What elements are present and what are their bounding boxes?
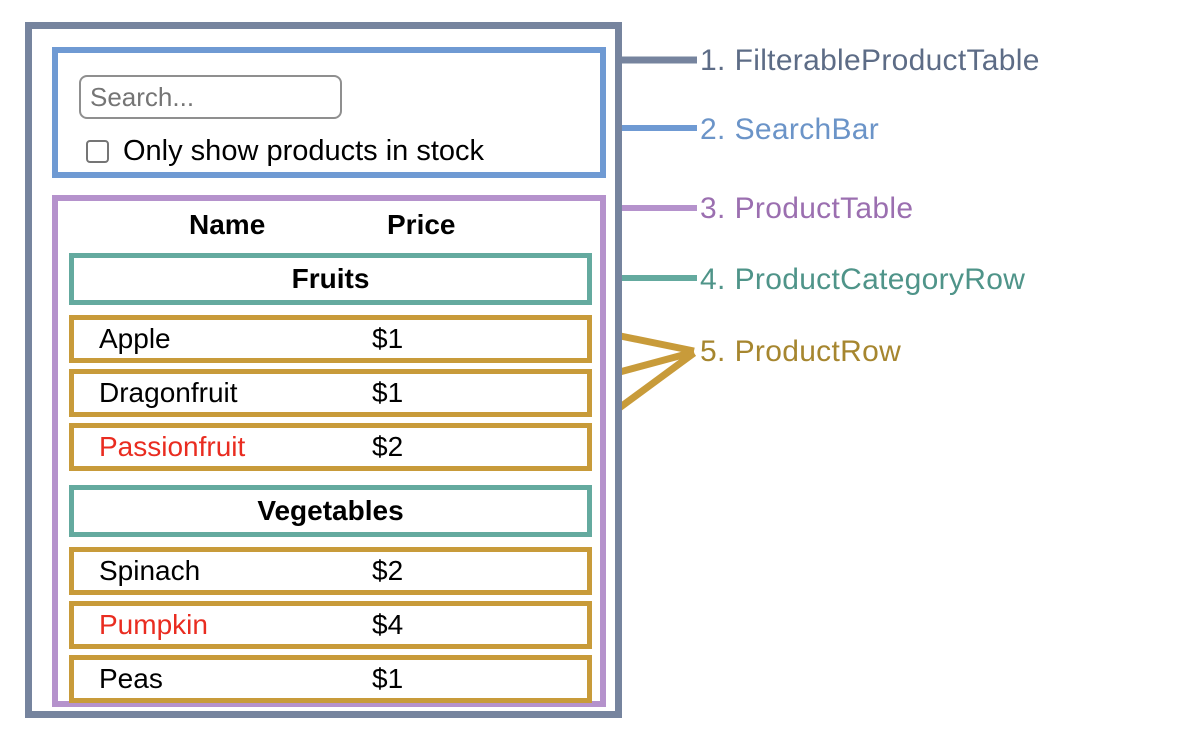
product-name: Dragonfruit	[99, 377, 238, 408]
category-label: Fruits	[291, 263, 370, 294]
product-row: Dragonfruit $1	[69, 369, 592, 417]
legend-product-category-row: 4. ProductCategoryRow	[700, 261, 1025, 299]
legend-filterable-product-table: 1. FilterableProductTable	[700, 42, 1040, 80]
product-row: Pumpkin $4	[69, 601, 592, 649]
product-row: Spinach $2	[69, 547, 592, 595]
legend-number: 5.	[700, 335, 726, 368]
product-price: $2	[372, 431, 404, 462]
legend-label: ProductCategoryRow	[734, 263, 1026, 296]
column-header-price: Price	[387, 209, 456, 240]
category-row: Fruits	[69, 253, 592, 305]
product-name: Pumpkin	[99, 609, 208, 640]
category-label: Vegetables	[257, 495, 404, 526]
in-stock-checkbox[interactable]	[86, 140, 109, 163]
legend-product-table: 3. ProductTable	[700, 190, 913, 228]
legend-label: FilterableProductTable	[734, 44, 1040, 77]
product-price: $2	[372, 555, 404, 586]
legend-number: 4.	[700, 263, 726, 296]
search-bar-box: Only show products in stock	[52, 47, 606, 178]
product-price: $1	[372, 323, 404, 354]
category-row: Vegetables	[69, 485, 592, 537]
legend-label: ProductTable	[734, 192, 914, 225]
product-row: Apple $1	[69, 315, 592, 363]
filterable-product-table-box: Only show products in stock Name Price F…	[25, 22, 622, 718]
product-row: Passionfruit $2	[69, 423, 592, 471]
product-price: $1	[372, 663, 404, 694]
product-name: Peas	[99, 663, 163, 694]
legend-label: ProductRow	[734, 335, 902, 368]
product-price: $4	[372, 609, 404, 640]
product-name: Apple	[99, 323, 171, 354]
product-name: Spinach	[99, 555, 201, 586]
column-header-name: Name	[189, 209, 266, 240]
product-price: $1	[372, 377, 404, 408]
product-name: Passionfruit	[99, 431, 246, 462]
in-stock-label: Only show products in stock	[123, 135, 485, 167]
table-header-row: Name Price	[58, 207, 600, 245]
search-input[interactable]	[79, 75, 342, 119]
legend-number: 2.	[700, 113, 726, 146]
product-row: Peas $1	[69, 655, 592, 703]
legend-search-bar: 2. SearchBar	[700, 111, 879, 149]
legend-number: 3.	[700, 192, 726, 225]
legend-number: 1.	[700, 44, 726, 77]
legend-label: SearchBar	[734, 113, 880, 146]
stock-filter-row: Only show products in stock	[86, 135, 484, 168]
legend-product-row: 5. ProductRow	[700, 333, 901, 371]
